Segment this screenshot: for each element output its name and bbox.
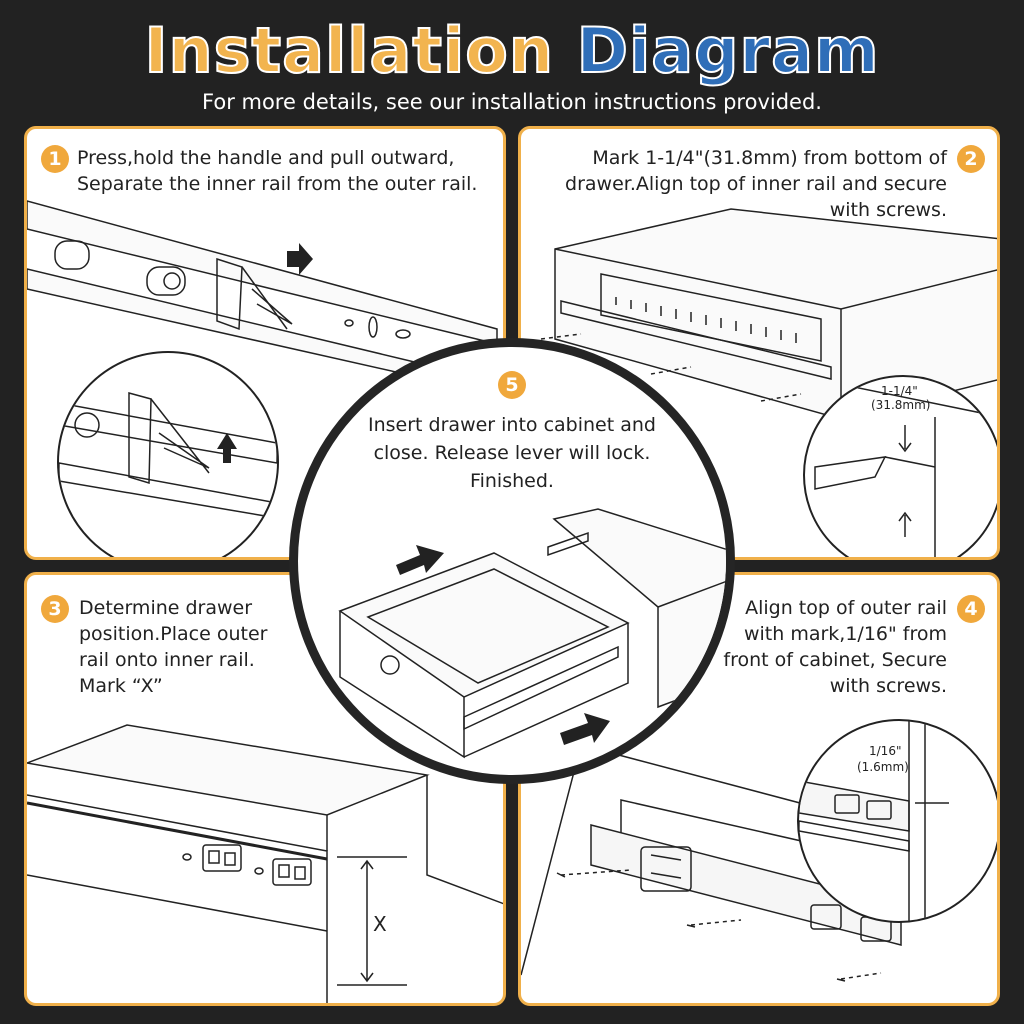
step-1-panel: 1 Press,hold the handle and pull outward… — [24, 126, 506, 560]
step-3-cabinet-illustration: X — [27, 724, 503, 1003]
step-2-dimension-mm: (31.8mm) — [871, 398, 930, 412]
step-5-text: Insert drawer into cabinet and close. Re… — [368, 414, 656, 492]
step-4-text: Align top of outer rail with mark,1/16" … — [723, 597, 947, 697]
step-5-drawer-insert-illustration — [338, 508, 726, 759]
step-2-badge: 2 — [957, 145, 985, 173]
step-4-zoom-circle: 1/16" (1.6mm) — [797, 719, 997, 923]
step-2-zoom-circle: 1-1/4" (31.8mm) — [803, 375, 997, 557]
title-word-diagram: Diagram — [576, 13, 880, 88]
step-5-circle: 5 Insert drawer into cabinet and close. … — [289, 338, 735, 784]
step-1-text: Press,hold the handle and pull outward, … — [77, 147, 478, 195]
arrow-push-drawer-icon — [560, 713, 610, 745]
step-4-dimension: 1/16" — [869, 744, 901, 758]
step-4-badge: 4 — [957, 595, 985, 623]
step-2-dimension: 1-1/4" — [881, 384, 918, 398]
step-1-zoom-circle — [57, 351, 279, 557]
step-3-badge: 3 — [41, 595, 69, 623]
step-5-badge: 5 — [498, 371, 526, 399]
step-4-dimension-mm: (1.6mm) — [857, 760, 909, 774]
arrow-up-icon — [217, 433, 237, 463]
step-2-text: Mark 1-1/4"(31.8mm) from bottom of drawe… — [565, 147, 947, 221]
step-3-text: Determine drawer position.Place outer ra… — [79, 597, 268, 697]
page-title: Installation Diagram — [0, 13, 1024, 88]
arrow-right-icon — [287, 243, 313, 275]
title-word-installation: Installation — [143, 13, 554, 88]
step-3-mark-label: X — [373, 912, 387, 936]
arrow-into-cabinet-icon — [396, 545, 444, 575]
step-2-drawer-illustration — [540, 208, 997, 420]
page-subtitle: For more details, see our installation i… — [202, 90, 822, 114]
step-1-badge: 1 — [41, 145, 69, 173]
